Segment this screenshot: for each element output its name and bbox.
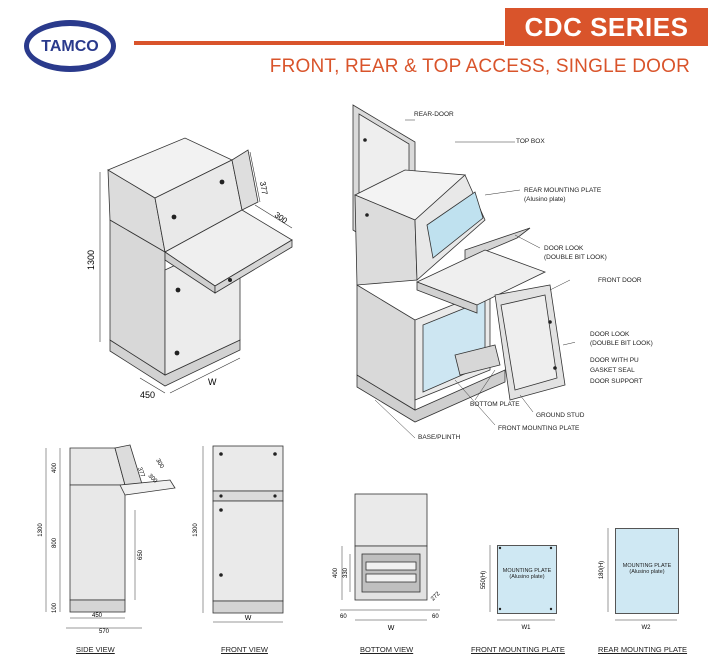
callout-bottom-plate: BOTTOM PLATE xyxy=(470,401,520,408)
rear-mounting-plate: MOUNTING PLATE (Alusino plate) xyxy=(615,528,679,614)
front-dim-height: 1300 xyxy=(193,523,199,537)
callout-front-mounting-plate: FRONT MOUNTING PLATE xyxy=(498,425,580,432)
front-plate-dims: 550(H) W1 xyxy=(481,545,555,631)
callout-door-support: DOOR SUPPORT xyxy=(590,378,643,385)
callout-rear-door: REAR-DOOR xyxy=(414,111,454,118)
rear-plate-sub: (Alusino plate) xyxy=(629,569,665,575)
side-dim-d2: 570 xyxy=(99,629,110,635)
iso-cabinet-right xyxy=(352,104,575,439)
caption-rear-mounting-plate: REAR MOUNTING PLATE xyxy=(598,645,688,654)
callout-door-lock-top: DOOR LOOK xyxy=(544,245,584,252)
callout-ground-stud: GROUND STUD xyxy=(536,412,585,419)
callout-rear-mounting-plate-sub: (Alusino plate) xyxy=(524,196,566,203)
series-title: CDC SERIES xyxy=(505,8,708,46)
caption-front-mounting-plate: FRONT MOUNTING PLATE xyxy=(471,645,565,654)
bottom-dim-h2: 330 xyxy=(343,567,349,578)
page-subtitle: FRONT, REAR & TOP ACCESS, SINGLE DOOR xyxy=(269,56,690,77)
front-view-drawing: 1300 W xyxy=(193,445,284,623)
caption-front-view: FRONT VIEW xyxy=(221,645,268,654)
caption-side-view: SIDE VIEW xyxy=(76,645,115,654)
side-dim-total: 1300 xyxy=(38,523,44,537)
rear-plate-label: MOUNTING PLATE xyxy=(622,563,672,569)
callout-door-lock-sub: (DOUBLE BIT LOOK) xyxy=(590,340,653,347)
front-dim-width: W xyxy=(245,615,252,622)
front-plate-dim-h: 550(H) xyxy=(481,571,487,589)
bottom-dim-s: 272 xyxy=(430,591,442,603)
side-dim-door: 650 xyxy=(138,549,144,560)
side-view-drawing: 400 1300 800 650 100 450 570 300 377 300 xyxy=(38,444,176,635)
side-dim-lower: 800 xyxy=(52,537,58,548)
header-rule xyxy=(134,41,504,45)
callout-base-plinth: BASE/PLINTH xyxy=(418,434,461,441)
dim-depth: 450 xyxy=(140,390,155,400)
callout-gasket-seal: GASKET SEAL xyxy=(590,367,635,374)
bottom-dim-h1: 400 xyxy=(333,567,339,578)
side-dim-top: 400 xyxy=(52,462,58,473)
dim-desk: 300 xyxy=(273,210,290,225)
side-dim-a2: 377 xyxy=(136,467,145,479)
iso-cabinet-left: 1300 450 W 377 300 xyxy=(86,137,293,400)
tamco-logo: TAMCO xyxy=(22,18,118,74)
rear-plate-dim-h: 180(H) xyxy=(599,561,605,579)
front-plate-sub: (Alusino plate) xyxy=(509,574,545,580)
front-mounting-plate: MOUNTING PLATE (Alusino plate) xyxy=(497,545,557,614)
front-plate-dim-w: W1 xyxy=(522,625,532,631)
bottom-view-drawing: 400 330 W 60 60 272 xyxy=(333,493,442,632)
caption-bottom-view: BOTTOM VIEW xyxy=(360,645,414,654)
side-dim-a1: 300 xyxy=(154,458,165,470)
bottom-dim-r: 60 xyxy=(432,614,439,620)
side-dim-base: 100 xyxy=(52,602,58,613)
callout-door-lock-top-sub: (DOUBLE BIT LOOK) xyxy=(544,254,607,261)
rear-plate-dims: 180(H) W2 xyxy=(599,528,677,631)
dim-height: 1300 xyxy=(86,250,96,270)
callout-rear-mounting-plate: REAR MOUNTING PLATE xyxy=(524,187,602,194)
callout-door-lock: DOOR LOOK xyxy=(590,331,630,338)
callout-top-box: TOP BOX xyxy=(516,138,545,145)
front-plate-label: MOUNTING PLATE xyxy=(502,568,552,574)
side-dim-d1: 450 xyxy=(92,613,103,619)
bottom-dim-l: 60 xyxy=(340,614,347,620)
side-dim-a3: 300 xyxy=(147,473,159,485)
logo-text: TAMCO xyxy=(41,38,98,55)
dim-width: W xyxy=(208,377,217,387)
bottom-dim-w: W xyxy=(388,625,395,632)
rear-plate-dim-w: W2 xyxy=(642,625,652,631)
callout-door-with-pu: DOOR WITH PU xyxy=(590,357,639,364)
dim-top: 377 xyxy=(258,181,269,196)
callout-front-door: FRONT DOOR xyxy=(598,277,642,284)
